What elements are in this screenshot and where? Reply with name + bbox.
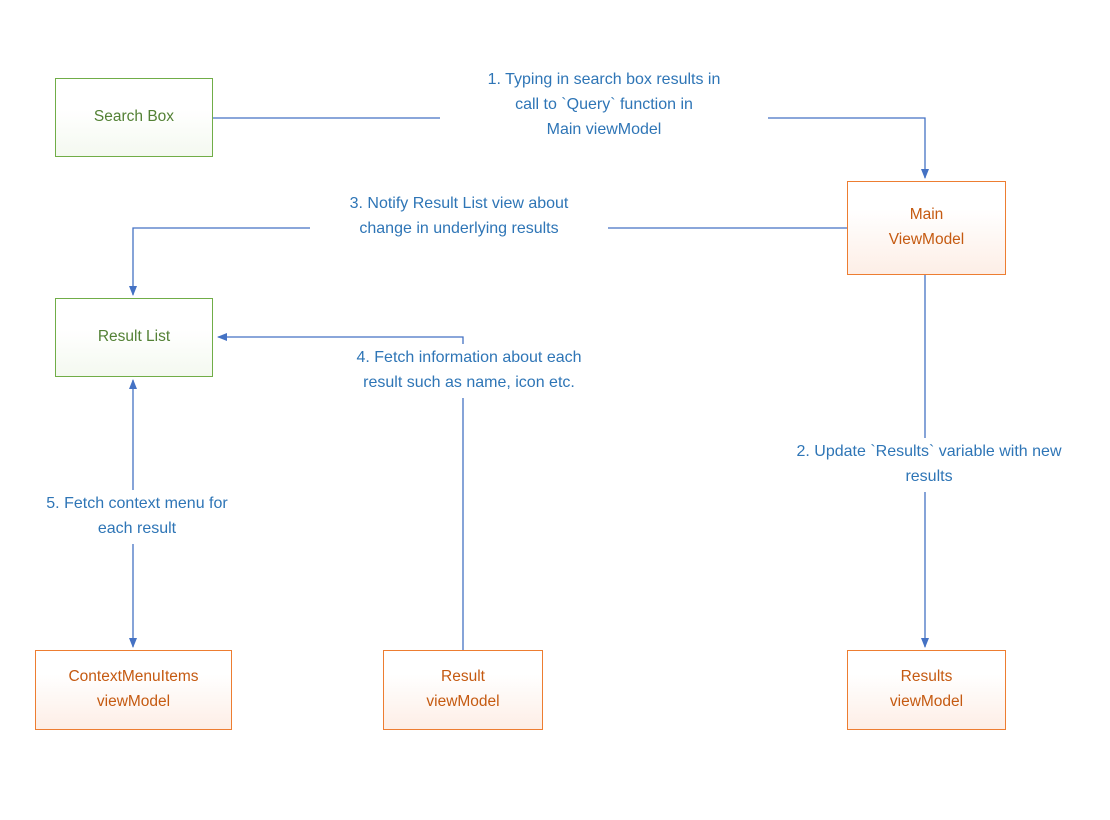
annotation-step4: 4. Fetch information about each result s…	[320, 344, 618, 398]
search-box-label: Search Box	[93, 108, 175, 126]
result-viewmodel-node: Result viewModel	[383, 650, 543, 730]
contextmenuitems-viewmodel-node: ContextMenuItems viewModel	[35, 650, 232, 730]
annotation-step5: 5. Fetch context menu for each result	[13, 490, 261, 544]
results-viewmodel-node: Results viewModel	[847, 650, 1006, 730]
results-viewmodel-label: Results viewModel	[889, 668, 964, 710]
annotation-step3: 3. Notify Result List view about change …	[310, 190, 608, 244]
main-viewmodel-node: Main ViewModel	[847, 181, 1006, 275]
annotation-step2: 2. Update `Results` variable with new re…	[758, 438, 1100, 492]
arrow-step4	[217, 333, 464, 650]
result-list-label: Result List	[97, 328, 171, 346]
result-viewmodel-label: Result viewModel	[426, 668, 500, 710]
result-list-node: Result List	[55, 298, 213, 377]
annotation-step1: 1. Typing in search box results in call …	[440, 66, 768, 145]
main-viewmodel-label: Main ViewModel	[888, 206, 965, 248]
contextmenuitems-viewmodel-label: ContextMenuItems viewModel	[68, 668, 199, 710]
search-box-node: Search Box	[55, 78, 213, 157]
arrow-step3	[129, 227, 847, 296]
